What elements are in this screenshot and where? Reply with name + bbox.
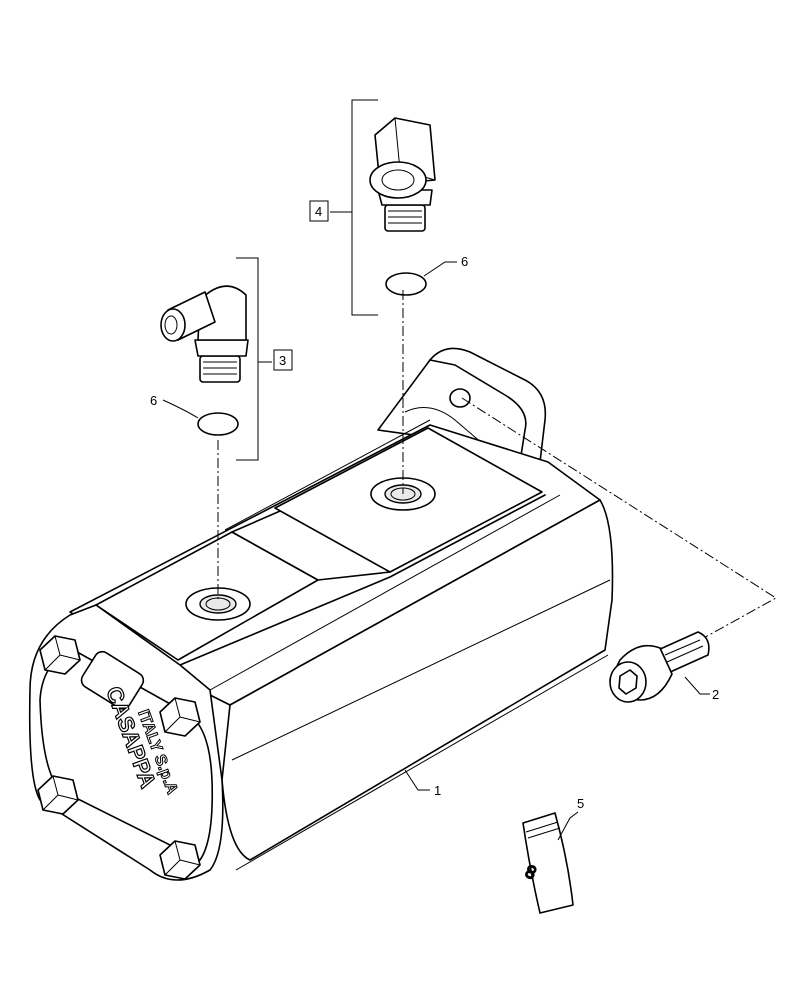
suction-port xyxy=(185,587,251,621)
bracket-item-3 xyxy=(236,257,259,461)
elbow-fitting-right xyxy=(369,117,436,232)
socket-head-cap-screw xyxy=(609,631,710,703)
parts-bag: ꝏ xyxy=(519,812,574,914)
cover-bolt-top-left xyxy=(39,635,81,675)
callout-6-left: 6 xyxy=(150,393,157,408)
o-ring-right xyxy=(385,272,427,296)
assembly-center-lines xyxy=(217,290,777,641)
cover-bolt-bottom-left xyxy=(37,775,79,815)
elbow-fitting-left xyxy=(160,285,249,383)
callout-leaders xyxy=(162,261,710,841)
callout-box-3 xyxy=(273,349,293,371)
callout-4: 4 xyxy=(315,204,322,219)
cover-bolt-top-right xyxy=(159,697,201,737)
bag-label: ꝏ xyxy=(520,862,540,881)
callout-6-right: 6 xyxy=(461,254,468,269)
bracket-item-4 xyxy=(351,99,378,316)
callout-1: 1 xyxy=(434,783,441,798)
callout-5: 5 xyxy=(577,796,584,811)
callout-box-4 xyxy=(309,200,329,222)
callout-3: 3 xyxy=(279,353,286,368)
o-ring-left xyxy=(197,412,239,436)
flange-bolt-hole xyxy=(449,388,471,408)
logo-plate xyxy=(80,650,145,710)
gear-pump-body: CASAPPA ITALY S.p.A xyxy=(28,347,614,881)
callout-2: 2 xyxy=(712,687,719,702)
cover-bolt-bottom-right xyxy=(159,840,201,880)
